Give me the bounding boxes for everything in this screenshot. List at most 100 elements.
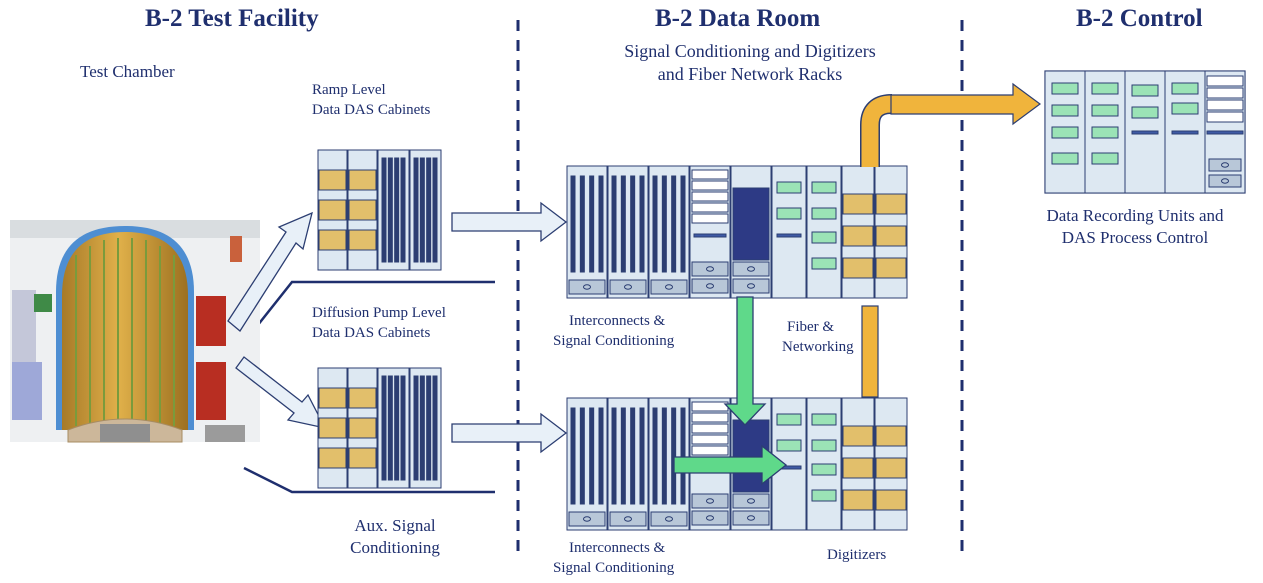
- rack-slot: [381, 375, 387, 481]
- tan-module: [318, 199, 347, 221]
- green-module: [811, 231, 837, 244]
- panel-slot: [691, 180, 729, 191]
- test-chamber-image: [10, 220, 260, 443]
- rack-drawer: [732, 510, 770, 526]
- tan-module: [842, 193, 874, 215]
- rack-slot: [661, 407, 667, 505]
- rack-slot: [611, 175, 617, 273]
- rack-drawer: [650, 511, 688, 527]
- panel-slot: [691, 434, 729, 445]
- green-module: [811, 489, 837, 502]
- drawer-handle: [706, 498, 714, 504]
- rack-slot: [579, 175, 585, 273]
- rack-drawer: [568, 511, 606, 527]
- label-signal-conditioning-racks: Signal Conditioning and Digitizers and F…: [580, 40, 920, 86]
- tan-module: [842, 257, 874, 279]
- section-title-test-facility: B-2 Test Facility: [145, 5, 319, 32]
- rack-drawer: [732, 278, 770, 294]
- drawer-handle: [747, 283, 755, 289]
- rack-slot: [620, 175, 626, 273]
- rack-slot: [413, 157, 419, 263]
- tan-module: [842, 425, 874, 447]
- rack-slot: [413, 375, 419, 481]
- rack-slot: [611, 407, 617, 505]
- rack-slot: [680, 175, 686, 273]
- tan-module: [318, 447, 347, 469]
- label-interconnects-top: Interconnects & Signal Conditioning: [553, 311, 728, 351]
- orange-connector-vertical: [861, 305, 879, 398]
- rack-interconnects-bottom: [566, 397, 908, 531]
- tan-module: [348, 169, 377, 191]
- panel-slot: [1206, 99, 1244, 111]
- rack-slot: [671, 175, 677, 273]
- rack-drawer: [691, 261, 729, 277]
- arrow-diffusion-to-dataroom: [451, 412, 568, 454]
- label-aux-line2: Conditioning: [350, 538, 440, 557]
- navy-module: [732, 187, 770, 261]
- panel-slot: [691, 423, 729, 434]
- rack-drawer: [1208, 174, 1242, 188]
- drawer-handle: [583, 516, 591, 522]
- arrow-ramp-to-dataroom: [451, 201, 568, 243]
- rack-slot: [426, 375, 432, 481]
- tan-module: [318, 387, 347, 409]
- rack-slot: [639, 175, 645, 273]
- panel-slot: [691, 191, 729, 202]
- label-data-recording: Data Recording Units and DAS Process Con…: [1010, 205, 1260, 249]
- rack-slot: [598, 407, 604, 505]
- blue-bar: [1206, 130, 1244, 135]
- rack-drawer: [609, 511, 647, 527]
- tan-module: [318, 417, 347, 439]
- drawer-handle: [747, 266, 755, 272]
- tan-module: [348, 199, 377, 221]
- tan-module: [875, 193, 907, 215]
- tan-module: [875, 225, 907, 247]
- label-diffusion-line1: Diffusion Pump Level: [312, 305, 446, 321]
- arrow-chamber-to-ramp: [227, 211, 313, 332]
- rack-control-room: [1044, 70, 1246, 194]
- rack-slot: [381, 157, 387, 263]
- rack-interconnects-top: [566, 165, 908, 299]
- green-module: [1051, 82, 1079, 95]
- rack-drawer: [691, 493, 729, 509]
- panel-slot: [1206, 87, 1244, 99]
- green-module: [1131, 84, 1159, 97]
- green-module: [1091, 126, 1119, 139]
- drawer-handle: [665, 516, 673, 522]
- label-fiber-line1: Fiber &: [787, 319, 835, 335]
- orange-arrow-to-control: [860, 82, 1042, 167]
- rack-group: [317, 70, 1246, 531]
- section-title-control: B-2 Control: [1076, 5, 1203, 32]
- rack-slot: [579, 407, 585, 505]
- green-module: [1091, 104, 1119, 117]
- green-module: [811, 413, 837, 426]
- blue-bar: [693, 233, 727, 238]
- green-arrow-down: [723, 296, 767, 426]
- rack-drawer: [691, 278, 729, 294]
- rack-slot: [394, 157, 400, 263]
- drawer-handle: [583, 284, 591, 290]
- rack-slot: [630, 407, 636, 505]
- rack-drawer: [732, 493, 770, 509]
- panel-slot: [691, 401, 729, 412]
- rack-diffusion-level: [317, 367, 442, 489]
- panel-slot: [691, 169, 729, 180]
- drawer-handle: [1221, 162, 1229, 168]
- rack-drawer: [1208, 158, 1242, 172]
- rack-slot: [661, 175, 667, 273]
- label-recording-line2: DAS Process Control: [1061, 228, 1209, 247]
- tan-module: [318, 229, 347, 251]
- green-module: [1131, 106, 1159, 119]
- green-module: [1171, 102, 1199, 115]
- rack-slot: [400, 157, 406, 263]
- label-signal-racks-line2: and Fiber Network Racks: [657, 64, 843, 84]
- label-test-chamber: Test Chamber: [80, 62, 175, 81]
- label-aux-signal: Aux. Signal Conditioning: [310, 515, 480, 559]
- rack-ramp-level: [317, 149, 442, 271]
- label-diffusion-line2: Data DAS Cabinets: [312, 325, 431, 341]
- green-module: [811, 257, 837, 270]
- rack-slot: [394, 375, 400, 481]
- panel-slot: [1206, 75, 1244, 87]
- rack-slot: [432, 157, 438, 263]
